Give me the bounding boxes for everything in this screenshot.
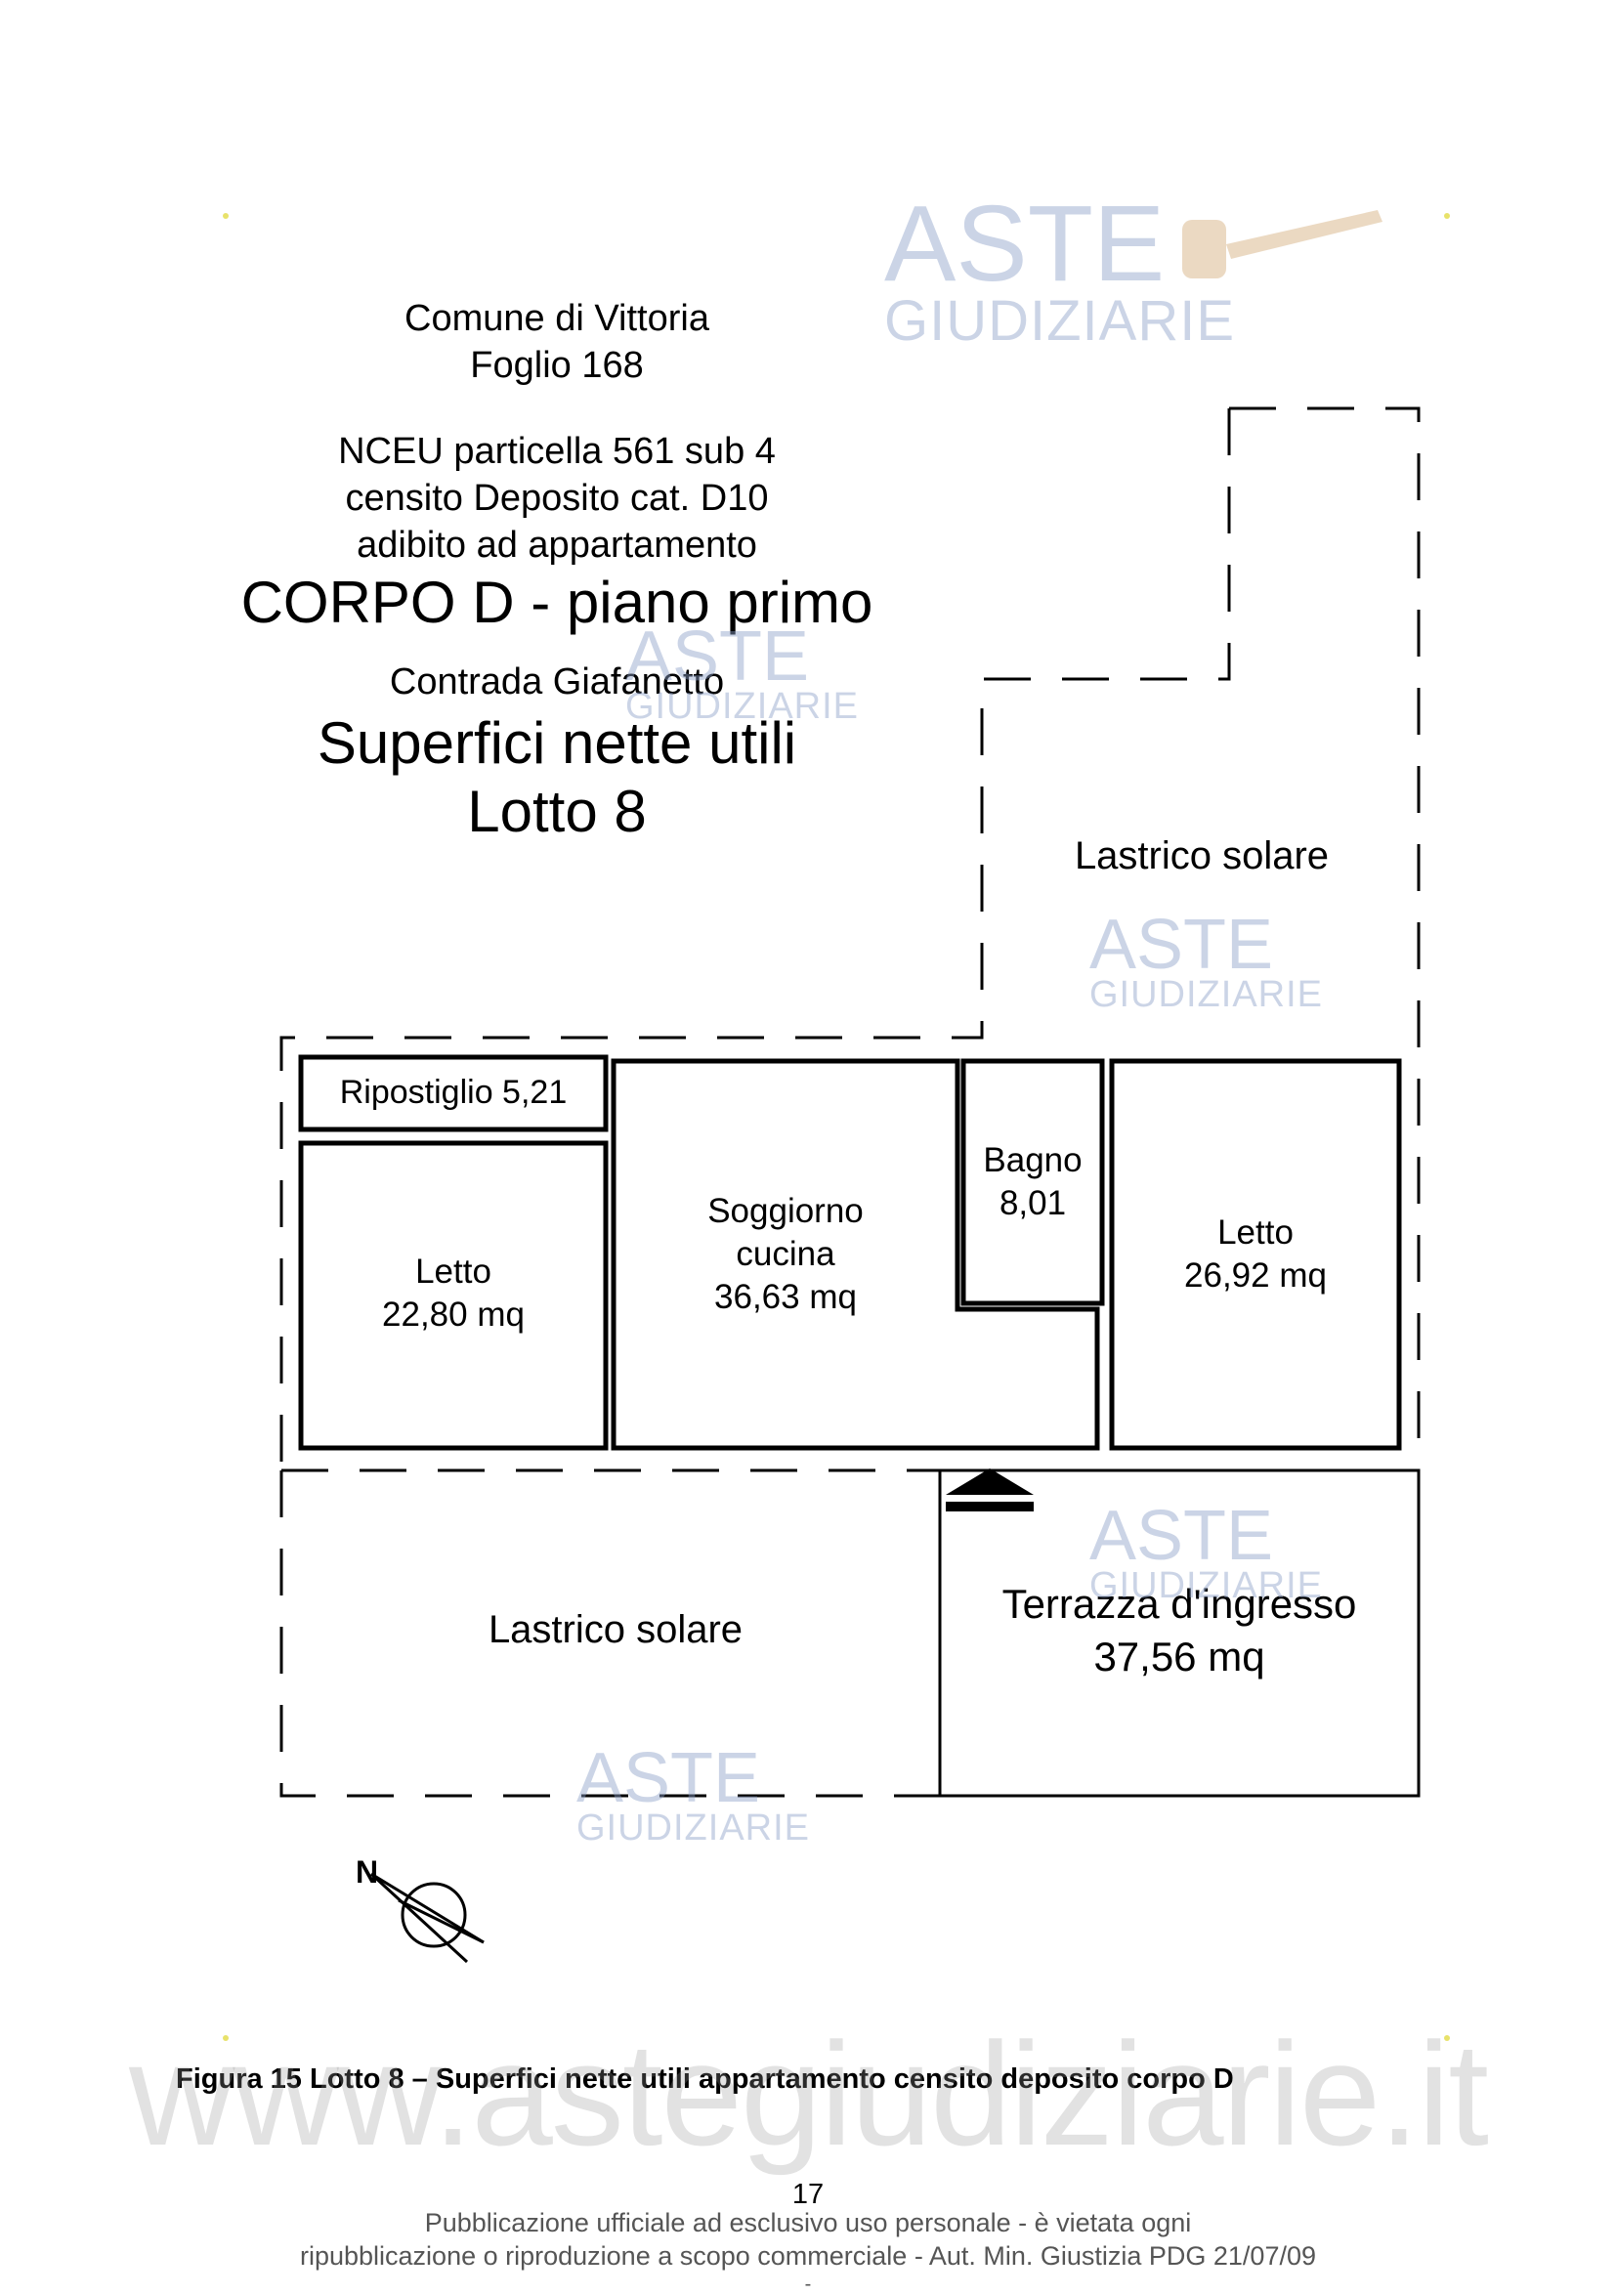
watermark-logo-lastrico: ASTE GIUDIZIARIE — [1089, 906, 1324, 1015]
bagno-label: Bagno 8,01 — [963, 1139, 1102, 1225]
entrance-arrow-icon — [946, 1468, 1034, 1511]
corner-mark-bl — [223, 2035, 229, 2041]
watermark-site: www.astegiudiziarie.it — [129, 2012, 1489, 2176]
header-particella: NCEU particella 561 sub 4 — [338, 431, 776, 472]
page-number: 17 — [791, 2179, 825, 2210]
bagno-area: 8,01 — [999, 1184, 1067, 1222]
footer-line-2: ripubblicazione o riproduzione a scopo c… — [299, 2241, 1316, 2271]
watermark-logo-header: ASTE GIUDIZIARIE — [625, 617, 860, 727]
lastrico-top-label: Lastrico solare — [1074, 834, 1330, 877]
lastrico-top-outline — [1229, 406, 1421, 1470]
bagno-name: Bagno — [983, 1141, 1083, 1179]
terrazza-outline — [938, 1468, 1421, 1798]
watermark-logo-terrazza: ASTE GIUDIZIARIE — [1089, 1497, 1324, 1606]
header-corpo: CORPO D - piano primo — [240, 570, 873, 635]
document-header: Comune di Vittoria Foglio 168 NCEU parti… — [176, 295, 938, 846]
soggiorno-name-2: cucina — [736, 1235, 835, 1273]
header-foglio: Foglio 168 — [470, 345, 644, 386]
header-categoria: censito Deposito cat. D10 — [345, 478, 769, 519]
soggiorno-area: 36,63 mq — [714, 1278, 857, 1316]
bagno-outline — [960, 1058, 1105, 1306]
header-uso: adibito ad appartamento — [357, 525, 757, 566]
gavel-icon — [1182, 210, 1382, 278]
corner-mark-tl — [223, 213, 229, 219]
lastrico-bottom-label: Lastrico solare — [488, 1608, 744, 1651]
letto-left-outline — [298, 1140, 609, 1451]
footer-notice: Pubblicazione ufficiale ad esclusivo uso… — [0, 2206, 1616, 2296]
letto-right-outline — [1109, 1058, 1402, 1451]
watermark-logo-top: ASTE GIUDIZIARIE — [884, 184, 1236, 353]
letto-left-label: Letto 22,80 mq — [301, 1251, 606, 1337]
ripostiglio-label: Ripostiglio 5,21 — [339, 1074, 568, 1111]
figure-caption: Figura 15 Lotto 8 – Superfici nette util… — [176, 2063, 1234, 2095]
ripostiglio-outline — [298, 1054, 609, 1132]
watermark-giudiziarie: GIUDIZIARIE — [884, 289, 1236, 353]
footer-line-3: - — [804, 2274, 812, 2295]
letto-right-name: Letto — [1217, 1213, 1294, 1252]
watermark-logo-bottom: ASTE GIUDIZIARIE — [576, 1739, 811, 1849]
north-compass-icon — [369, 1872, 485, 1964]
terrazza-area: 37,56 mq — [1093, 1634, 1265, 1679]
terrazza-label: Terrazza d'ingresso 37,56 mq — [940, 1578, 1419, 1683]
letto-left-area: 22,80 mq — [382, 1296, 525, 1334]
terrazza-name: Terrazza d'ingresso — [1001, 1581, 1357, 1627]
north-label: N — [356, 1854, 379, 1890]
corner-mark-br — [1444, 2035, 1450, 2041]
lastrico-bottom-outline — [279, 1470, 940, 1798]
corner-mark-tr — [1444, 213, 1450, 219]
letto-right-area: 26,92 mq — [1184, 1256, 1327, 1295]
letto-right-label: Letto 26,92 mq — [1112, 1212, 1399, 1297]
header-contrada: Contrada Giafanetto — [389, 661, 725, 702]
footer-line-1: Pubblicazione ufficiale ad esclusivo uso… — [424, 2208, 1192, 2237]
soggiorno-label: Soggiorno cucina 36,63 mq — [614, 1190, 957, 1319]
header-lotto: Lotto 8 — [467, 779, 647, 844]
soggiorno-outline — [611, 1058, 1100, 1451]
header-comune: Comune di Vittoria — [404, 298, 709, 339]
header-superfici: Superfici nette utili — [317, 710, 797, 776]
soggiorno-name: Soggiorno — [707, 1192, 864, 1230]
letto-left-name: Letto — [415, 1253, 491, 1291]
watermark-aste: ASTE — [884, 184, 1166, 304]
